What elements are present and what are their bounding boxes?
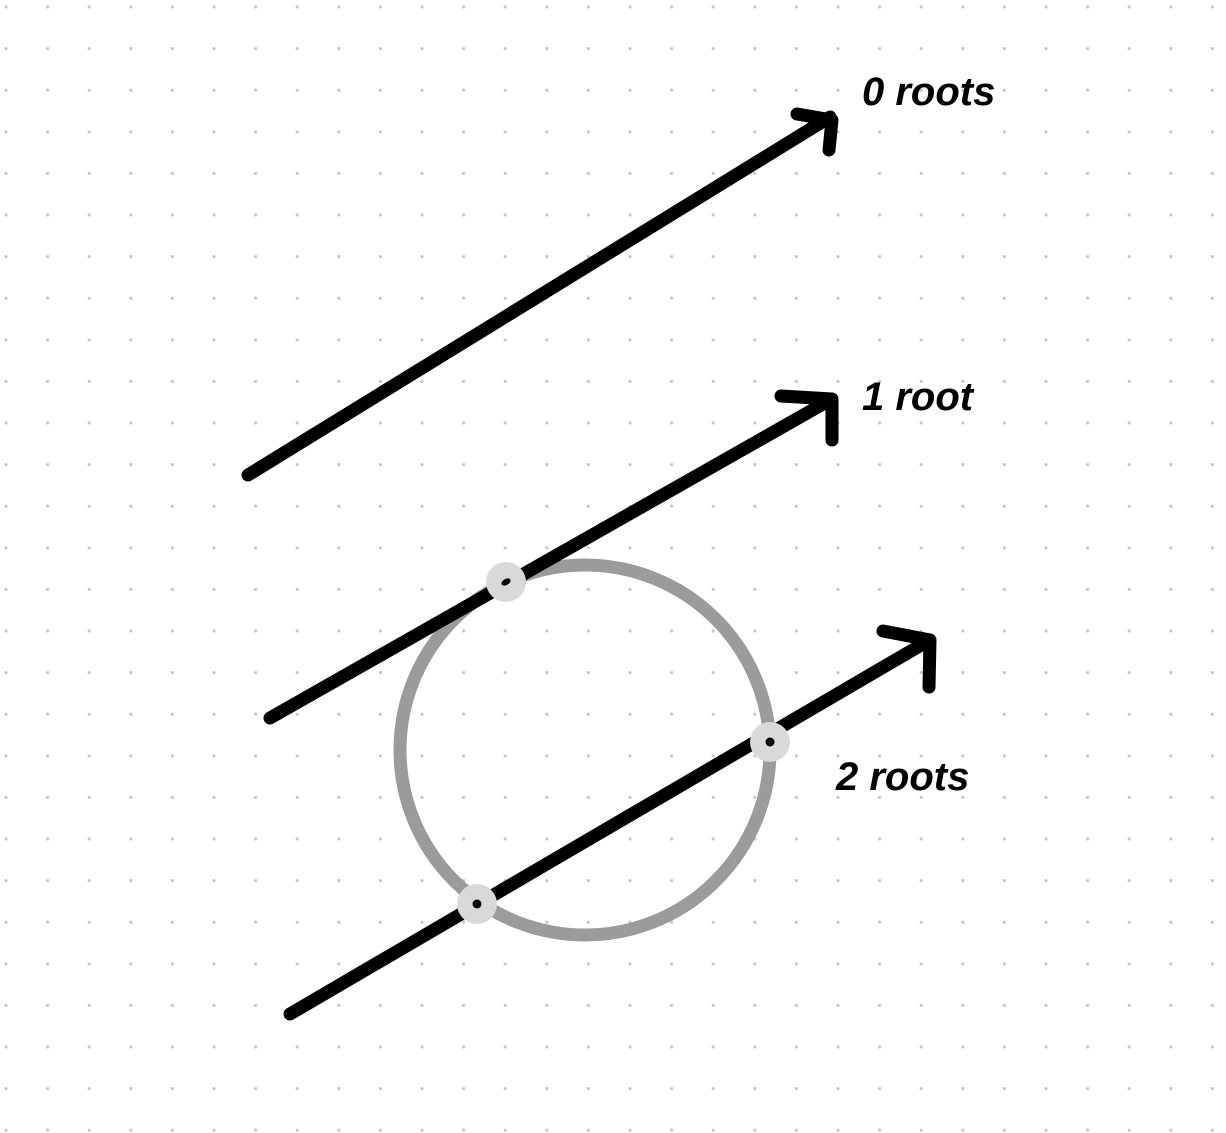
line-two-roots — [283, 624, 937, 1021]
line-one-root — [263, 389, 839, 725]
arrowhead-icon — [774, 389, 839, 447]
dot-grid-background — [4, 5, 1214, 1132]
root-marker-secant-left — [457, 884, 497, 924]
label-one-root: 1 root — [862, 375, 975, 419]
label-two-roots: 2 roots — [835, 755, 969, 799]
root-marker-secant-right — [750, 722, 790, 762]
arrowhead-icon — [790, 107, 839, 157]
root-marker-tangent — [486, 562, 526, 602]
arrowhead-icon — [876, 624, 937, 694]
circle — [393, 558, 777, 942]
line-zero-roots — [241, 107, 839, 482]
label-zero-roots: 0 roots — [862, 70, 995, 114]
